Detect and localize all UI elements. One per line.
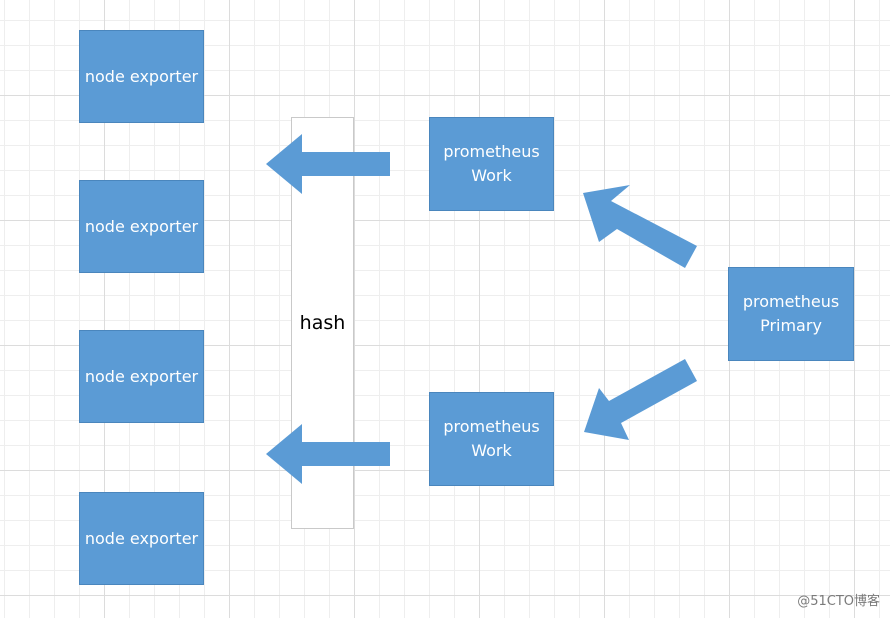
primary-line1: prometheus bbox=[742, 292, 840, 311]
primary-line2: Primary bbox=[760, 316, 822, 335]
node-exporter-label: node exporter bbox=[84, 528, 199, 548]
work-bottom-line2: Work bbox=[471, 441, 512, 460]
work-bottom-line1: prometheus bbox=[443, 417, 540, 436]
prometheus-work-top: prometheus Work bbox=[429, 117, 554, 211]
arrow-primary-to-work-bottom bbox=[584, 359, 697, 440]
node-exporter-3: node exporter bbox=[79, 330, 204, 423]
node-exporter-label: node exporter bbox=[84, 366, 199, 386]
arrow-primary-to-work-top bbox=[583, 185, 697, 268]
node-exporter-label: node exporter bbox=[84, 216, 199, 236]
watermark: @51CTO博客 bbox=[797, 594, 880, 609]
node-exporter-4: node exporter bbox=[79, 492, 204, 585]
prometheus-work-bottom: prometheus Work bbox=[429, 392, 554, 486]
prometheus-primary: prometheus Primary bbox=[728, 267, 854, 361]
arrow-left-bottom bbox=[266, 424, 390, 484]
work-top-line1: prometheus bbox=[443, 142, 540, 161]
hash-label: hash bbox=[299, 312, 346, 334]
node-exporter-2: node exporter bbox=[79, 180, 204, 273]
node-exporter-1: node exporter bbox=[79, 30, 204, 123]
arrow-left-top bbox=[266, 134, 390, 194]
work-top-line2: Work bbox=[471, 166, 512, 185]
node-exporter-label: node exporter bbox=[84, 66, 199, 86]
